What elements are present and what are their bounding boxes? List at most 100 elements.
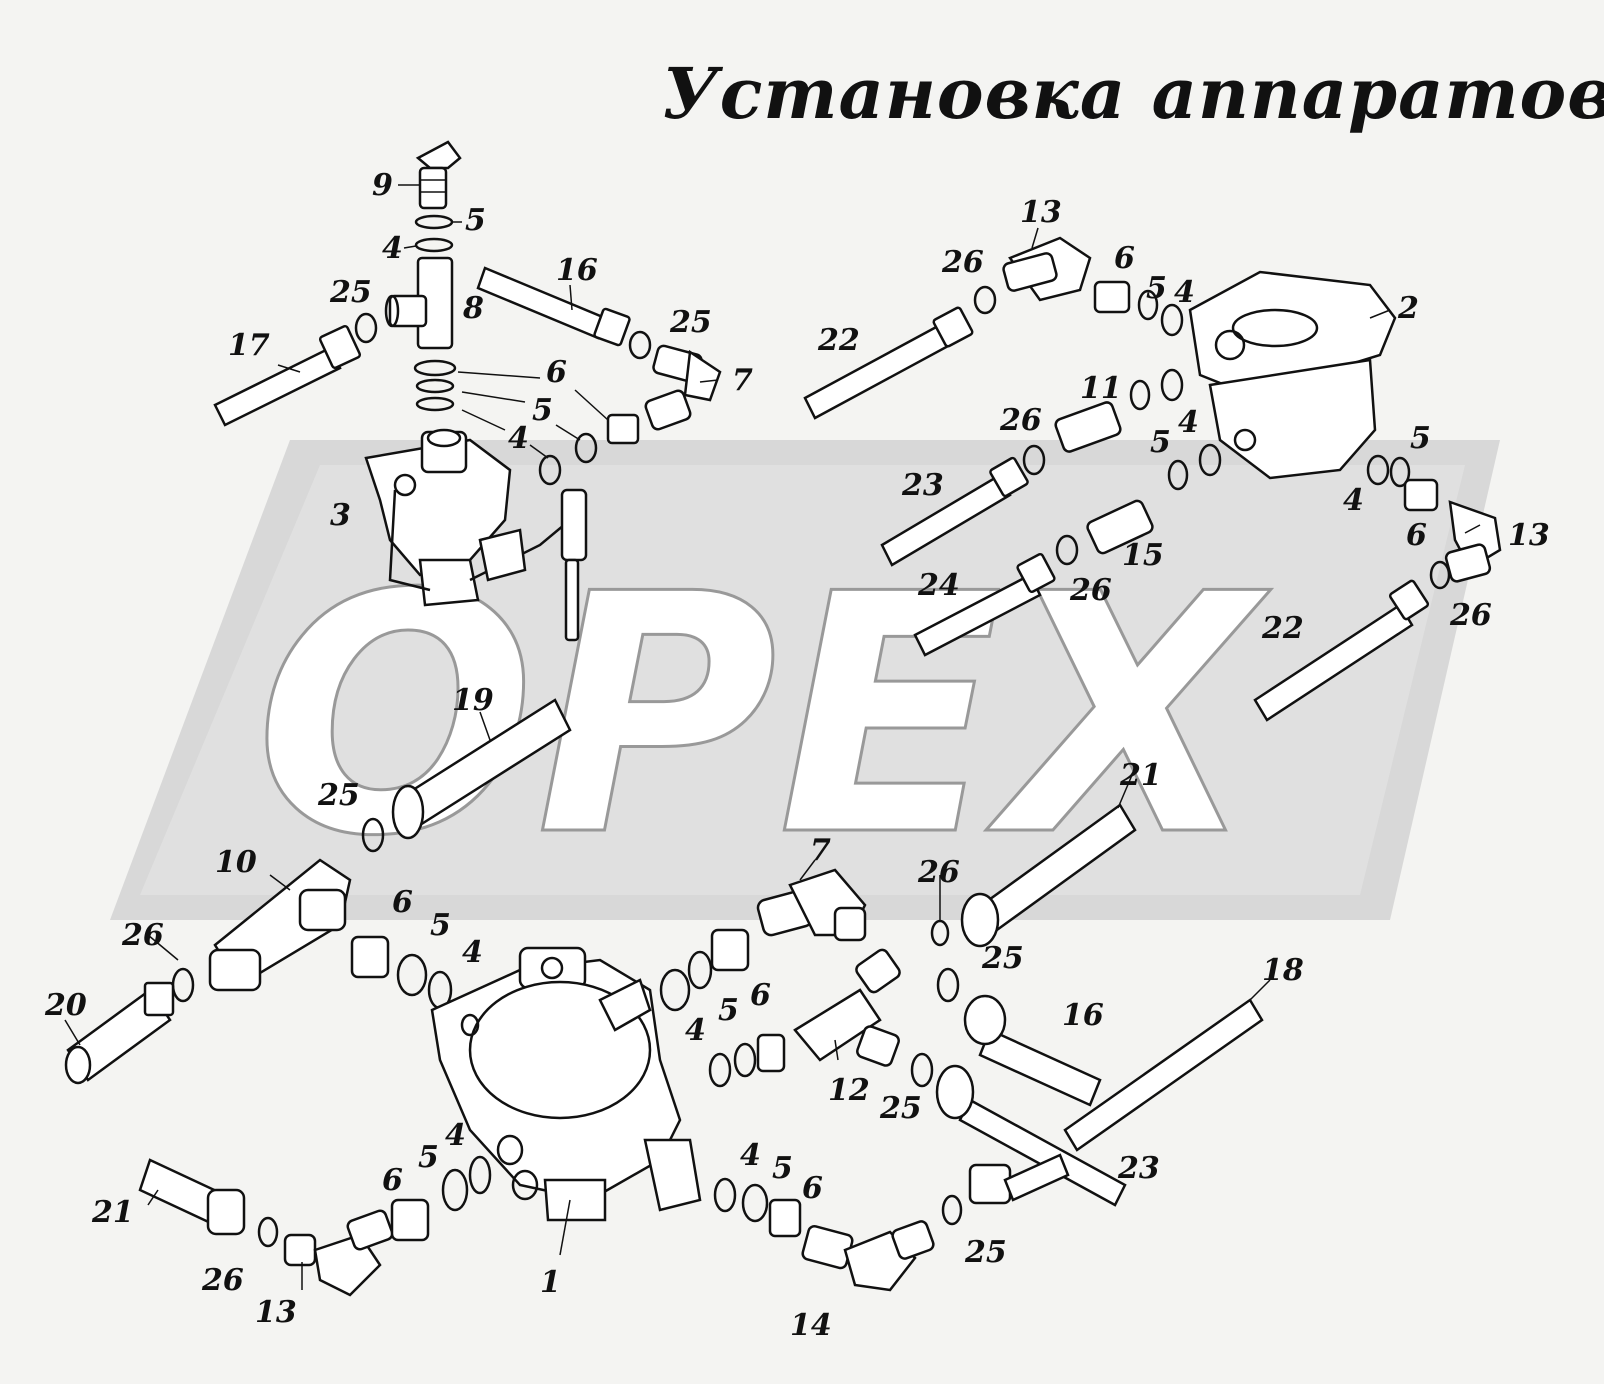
callout-14: 14 bbox=[790, 1308, 832, 1343]
ring-25-b bbox=[628, 330, 652, 360]
callout-7: 7 bbox=[732, 363, 753, 398]
callout-8: 8 bbox=[462, 291, 484, 326]
nut-6-d bbox=[1403, 478, 1439, 512]
callout-5: 5 bbox=[772, 1151, 793, 1186]
washer-5-c bbox=[1137, 289, 1159, 321]
callout-16: 16 bbox=[1062, 998, 1104, 1033]
callout-23: 23 bbox=[901, 468, 944, 503]
ring-4-f bbox=[1366, 454, 1390, 486]
callout-4: 4 bbox=[382, 231, 403, 266]
pipe-16-a bbox=[476, 266, 631, 347]
callout-26: 26 bbox=[1449, 598, 1492, 633]
washer-5-i bbox=[733, 1042, 757, 1078]
callout-26: 26 bbox=[999, 403, 1042, 438]
callout-5: 5 bbox=[465, 203, 486, 238]
washer-5-g bbox=[396, 953, 428, 997]
ring-25-d bbox=[936, 967, 960, 1003]
pipe-22-a bbox=[803, 306, 974, 420]
part-8-tee bbox=[384, 256, 454, 350]
callout-6: 6 bbox=[802, 1171, 823, 1206]
ring-4-d bbox=[1160, 368, 1184, 402]
callout-11: 11 bbox=[1080, 371, 1122, 406]
callout-25: 25 bbox=[669, 305, 712, 340]
nut-6-b bbox=[606, 413, 640, 445]
part-11-fitting bbox=[1054, 401, 1122, 453]
pipe-22-b bbox=[1253, 579, 1430, 722]
callout-18: 18 bbox=[1262, 953, 1304, 988]
callout-26: 26 bbox=[1069, 573, 1112, 608]
callout-6: 6 bbox=[1114, 241, 1135, 276]
watermark-text: ОРЕХ bbox=[255, 524, 1271, 908]
washer-5-a bbox=[415, 378, 455, 394]
nut-23-b bbox=[968, 1153, 1070, 1205]
washer-5-top bbox=[414, 214, 454, 230]
callout-5: 5 bbox=[430, 908, 451, 943]
part-13-elbow-c bbox=[283, 1209, 394, 1297]
ring-4-a bbox=[415, 396, 455, 412]
callouts: 9 5 4 25 8 17 16 25 7 6 5 4 3 13 26 6 5 … bbox=[44, 168, 1550, 1343]
callout-5: 5 bbox=[1150, 425, 1171, 460]
ring-25-c bbox=[361, 817, 385, 853]
callout-1: 1 bbox=[540, 1265, 561, 1300]
pipe-21-a bbox=[960, 803, 1137, 948]
part-13-elbow-a bbox=[1002, 236, 1092, 302]
callout-15: 15 bbox=[1122, 538, 1164, 573]
callout-26: 26 bbox=[201, 1263, 244, 1298]
callout-20: 20 bbox=[44, 988, 87, 1023]
callout-17: 17 bbox=[228, 328, 270, 363]
callout-6: 6 bbox=[392, 885, 413, 920]
callout-9: 9 bbox=[372, 168, 393, 203]
callout-13: 13 bbox=[255, 1295, 297, 1330]
ring-26-g bbox=[257, 1216, 279, 1248]
callout-5: 5 bbox=[718, 993, 739, 1028]
callout-25: 25 bbox=[317, 778, 360, 813]
callout-5: 5 bbox=[418, 1140, 439, 1175]
callout-25: 25 bbox=[879, 1091, 922, 1126]
part-12-tee bbox=[793, 948, 901, 1067]
ring-4-k bbox=[713, 1177, 737, 1213]
ring-26-d bbox=[1429, 560, 1451, 590]
nut-6-g bbox=[756, 1033, 786, 1073]
callout-4: 4 bbox=[1343, 483, 1364, 518]
pipe-18 bbox=[1063, 998, 1264, 1152]
callout-16: 16 bbox=[556, 253, 598, 288]
callout-21: 21 bbox=[91, 1195, 134, 1230]
ring-4-i bbox=[708, 1052, 732, 1088]
nut-6-f bbox=[710, 928, 750, 972]
callout-4: 4 bbox=[462, 935, 483, 970]
part-3-crane-valve bbox=[364, 428, 571, 607]
callout-5: 5 bbox=[532, 393, 553, 428]
callout-5: 5 bbox=[1410, 421, 1431, 456]
part-14-elbow bbox=[801, 1220, 935, 1292]
ring-26-e bbox=[171, 967, 195, 1003]
pipe-19 bbox=[391, 698, 572, 840]
callout-4: 4 bbox=[445, 1118, 466, 1153]
pipe-17 bbox=[213, 324, 362, 427]
pipe-23-a bbox=[880, 456, 1029, 567]
callout-7: 7 bbox=[810, 833, 831, 868]
part-9-valve bbox=[415, 140, 462, 210]
callout-4: 4 bbox=[685, 1013, 706, 1048]
pipe-20 bbox=[64, 981, 175, 1085]
callout-21: 21 bbox=[1119, 758, 1162, 793]
callout-23: 23 bbox=[1117, 1151, 1160, 1186]
washer-5-k bbox=[741, 1183, 769, 1223]
callout-22: 22 bbox=[817, 323, 860, 358]
ring-4-c bbox=[1160, 303, 1184, 337]
callout-6: 6 bbox=[1406, 518, 1427, 553]
callout-22: 22 bbox=[1261, 611, 1304, 646]
nut-6-e bbox=[350, 935, 390, 979]
callout-25: 25 bbox=[964, 1235, 1007, 1270]
ring-25-e bbox=[910, 1052, 934, 1088]
ring-26-c bbox=[1055, 534, 1079, 566]
nut-6-c bbox=[1093, 280, 1131, 314]
ring-26-a bbox=[973, 285, 997, 315]
diagram-title: Установка аппаратов bbox=[662, 52, 1604, 135]
callout-25: 25 bbox=[981, 941, 1024, 976]
callout-13: 13 bbox=[1020, 195, 1062, 230]
ring-4-top bbox=[414, 237, 454, 253]
ring-26-b bbox=[1022, 444, 1046, 476]
callout-19: 19 bbox=[452, 683, 494, 718]
ring-4-b bbox=[538, 454, 562, 486]
callout-6: 6 bbox=[382, 1163, 403, 1198]
